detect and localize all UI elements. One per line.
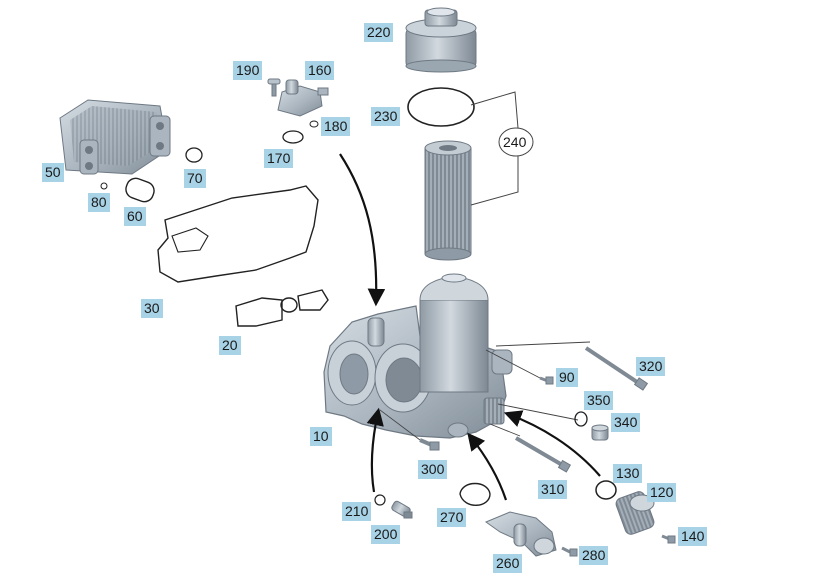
o-ring-350 [574, 411, 588, 427]
callout-340[interactable]: 340 [611, 413, 641, 432]
group-bracket-240 [470, 91, 534, 206]
o-ring-130 [595, 480, 617, 500]
seal-270 [459, 482, 491, 506]
callout-280[interactable]: 280 [579, 546, 609, 565]
callout-190[interactable]: 190 [233, 61, 263, 80]
bolt-280 [561, 546, 578, 557]
callout-160[interactable]: 160 [305, 61, 335, 80]
callout-300[interactable]: 300 [418, 460, 448, 479]
callout-220[interactable]: 220 [364, 23, 394, 42]
seal-80 [100, 182, 108, 190]
assembly-arrows [339, 153, 601, 501]
sensor-200 [391, 500, 413, 519]
callout-70[interactable]: 70 [184, 169, 206, 188]
arrow-connector-to-housing [467, 432, 508, 501]
callout-270[interactable]: 270 [437, 508, 467, 527]
arrow-thermostat-to-housing [503, 410, 601, 477]
bolt-310 [514, 436, 572, 473]
callout-90[interactable]: 90 [556, 368, 578, 387]
callout-170[interactable]: 170 [264, 149, 294, 168]
callout-80[interactable]: 80 [88, 193, 110, 212]
arrow-vent-to-housing [339, 153, 386, 307]
callout-230[interactable]: 230 [371, 107, 401, 126]
bolt-90 [539, 376, 554, 385]
plug-340 [591, 424, 609, 441]
callout-200[interactable]: 200 [371, 525, 401, 544]
callout-50[interactable]: 50 [42, 163, 64, 182]
o-ring-210 [374, 494, 386, 506]
callout-60[interactable]: 60 [124, 207, 146, 226]
callout-10[interactable]: 10 [310, 427, 332, 446]
oil-filter-housing [323, 273, 513, 439]
o-ring-230 [407, 87, 475, 127]
callout-30[interactable]: 30 [141, 299, 163, 318]
callout-310[interactable]: 310 [538, 480, 568, 499]
callout-240[interactable]: 240 [503, 134, 527, 150]
seal-70 [185, 147, 203, 163]
leader-lines [379, 341, 591, 441]
bolt-300 [419, 438, 440, 451]
callout-120[interactable]: 120 [647, 483, 677, 502]
bolt-140 [661, 534, 676, 544]
callout-130[interactable]: 130 [613, 464, 643, 483]
gasket-20 [235, 289, 329, 327]
callout-20[interactable]: 20 [219, 336, 241, 355]
thermostat-120 [615, 491, 655, 535]
gasket-30 [157, 185, 319, 283]
bolt-320 [584, 346, 649, 391]
vent-valve-assembly [267, 78, 329, 144]
oil-filter-element [424, 140, 472, 261]
callout-210[interactable]: 210 [342, 502, 372, 521]
oil-filter-cap [405, 7, 477, 73]
callout-260[interactable]: 260 [493, 554, 523, 573]
callout-180[interactable]: 180 [321, 117, 351, 136]
callout-320[interactable]: 320 [636, 357, 666, 376]
callout-350[interactable]: 350 [584, 391, 614, 410]
callout-140[interactable]: 140 [678, 527, 708, 546]
seal-60 [125, 177, 155, 203]
coolant-connector-260 [484, 511, 557, 557]
oil-cooler [59, 99, 171, 175]
arrow-sensor-to-housing [366, 407, 384, 493]
gasket-30-inner [171, 227, 209, 253]
